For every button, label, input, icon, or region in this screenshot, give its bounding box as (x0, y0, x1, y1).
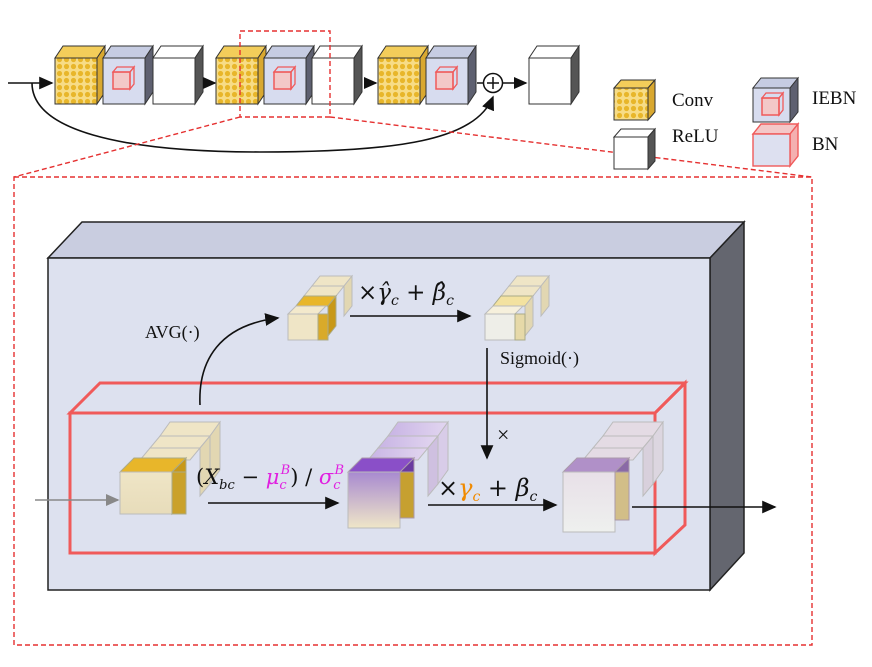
legend: Conv ReLU IEBN BN (612, 76, 857, 171)
zoom-detail-frame (13, 176, 813, 646)
times-symbol: × (497, 422, 509, 447)
conv-cube-3 (377, 44, 429, 106)
block-row (8, 30, 813, 178)
legend-relu-label: ReLU (672, 126, 719, 147)
affine-top-label: ×γ̂c + β̂c (358, 280, 454, 309)
add-node (477, 72, 528, 94)
conv-cube-2 (215, 44, 267, 106)
bn-box (66, 379, 689, 557)
output-tensor (561, 420, 664, 533)
legend-conv-label: Conv (672, 90, 714, 111)
legend-iebn-label: IEBN (812, 88, 857, 109)
legend-bn-label: BN (812, 134, 839, 155)
legend-iebn-swatch (751, 76, 800, 124)
input-tensor (118, 420, 221, 516)
conv-cube-1 (54, 44, 106, 106)
iebn-cube-3 (425, 44, 477, 106)
pooled-vector (286, 274, 354, 341)
affine-bottom-label: ×γc + βc (438, 474, 538, 505)
zoom-region (239, 30, 331, 118)
scaled-vector (483, 274, 551, 341)
relu-cube-2 (311, 44, 363, 106)
legend-relu-swatch (612, 127, 657, 171)
iebn-panel (46, 220, 746, 592)
normalized-tensor (346, 420, 449, 529)
avg-label: AVG(·) (145, 322, 200, 343)
iebn-cube-1 (102, 44, 154, 106)
normalize-label: (Xbc − μcB) / σcB (196, 463, 344, 493)
legend-bn-swatch (751, 122, 800, 168)
relu-cube-3 (528, 44, 580, 106)
relu-cube-1 (152, 44, 204, 106)
iebn-cube-2 (263, 44, 315, 106)
avg-arrow (199, 313, 280, 406)
sigmoid-label: Sigmoid(·) (500, 348, 579, 369)
legend-conv-swatch (612, 78, 657, 122)
